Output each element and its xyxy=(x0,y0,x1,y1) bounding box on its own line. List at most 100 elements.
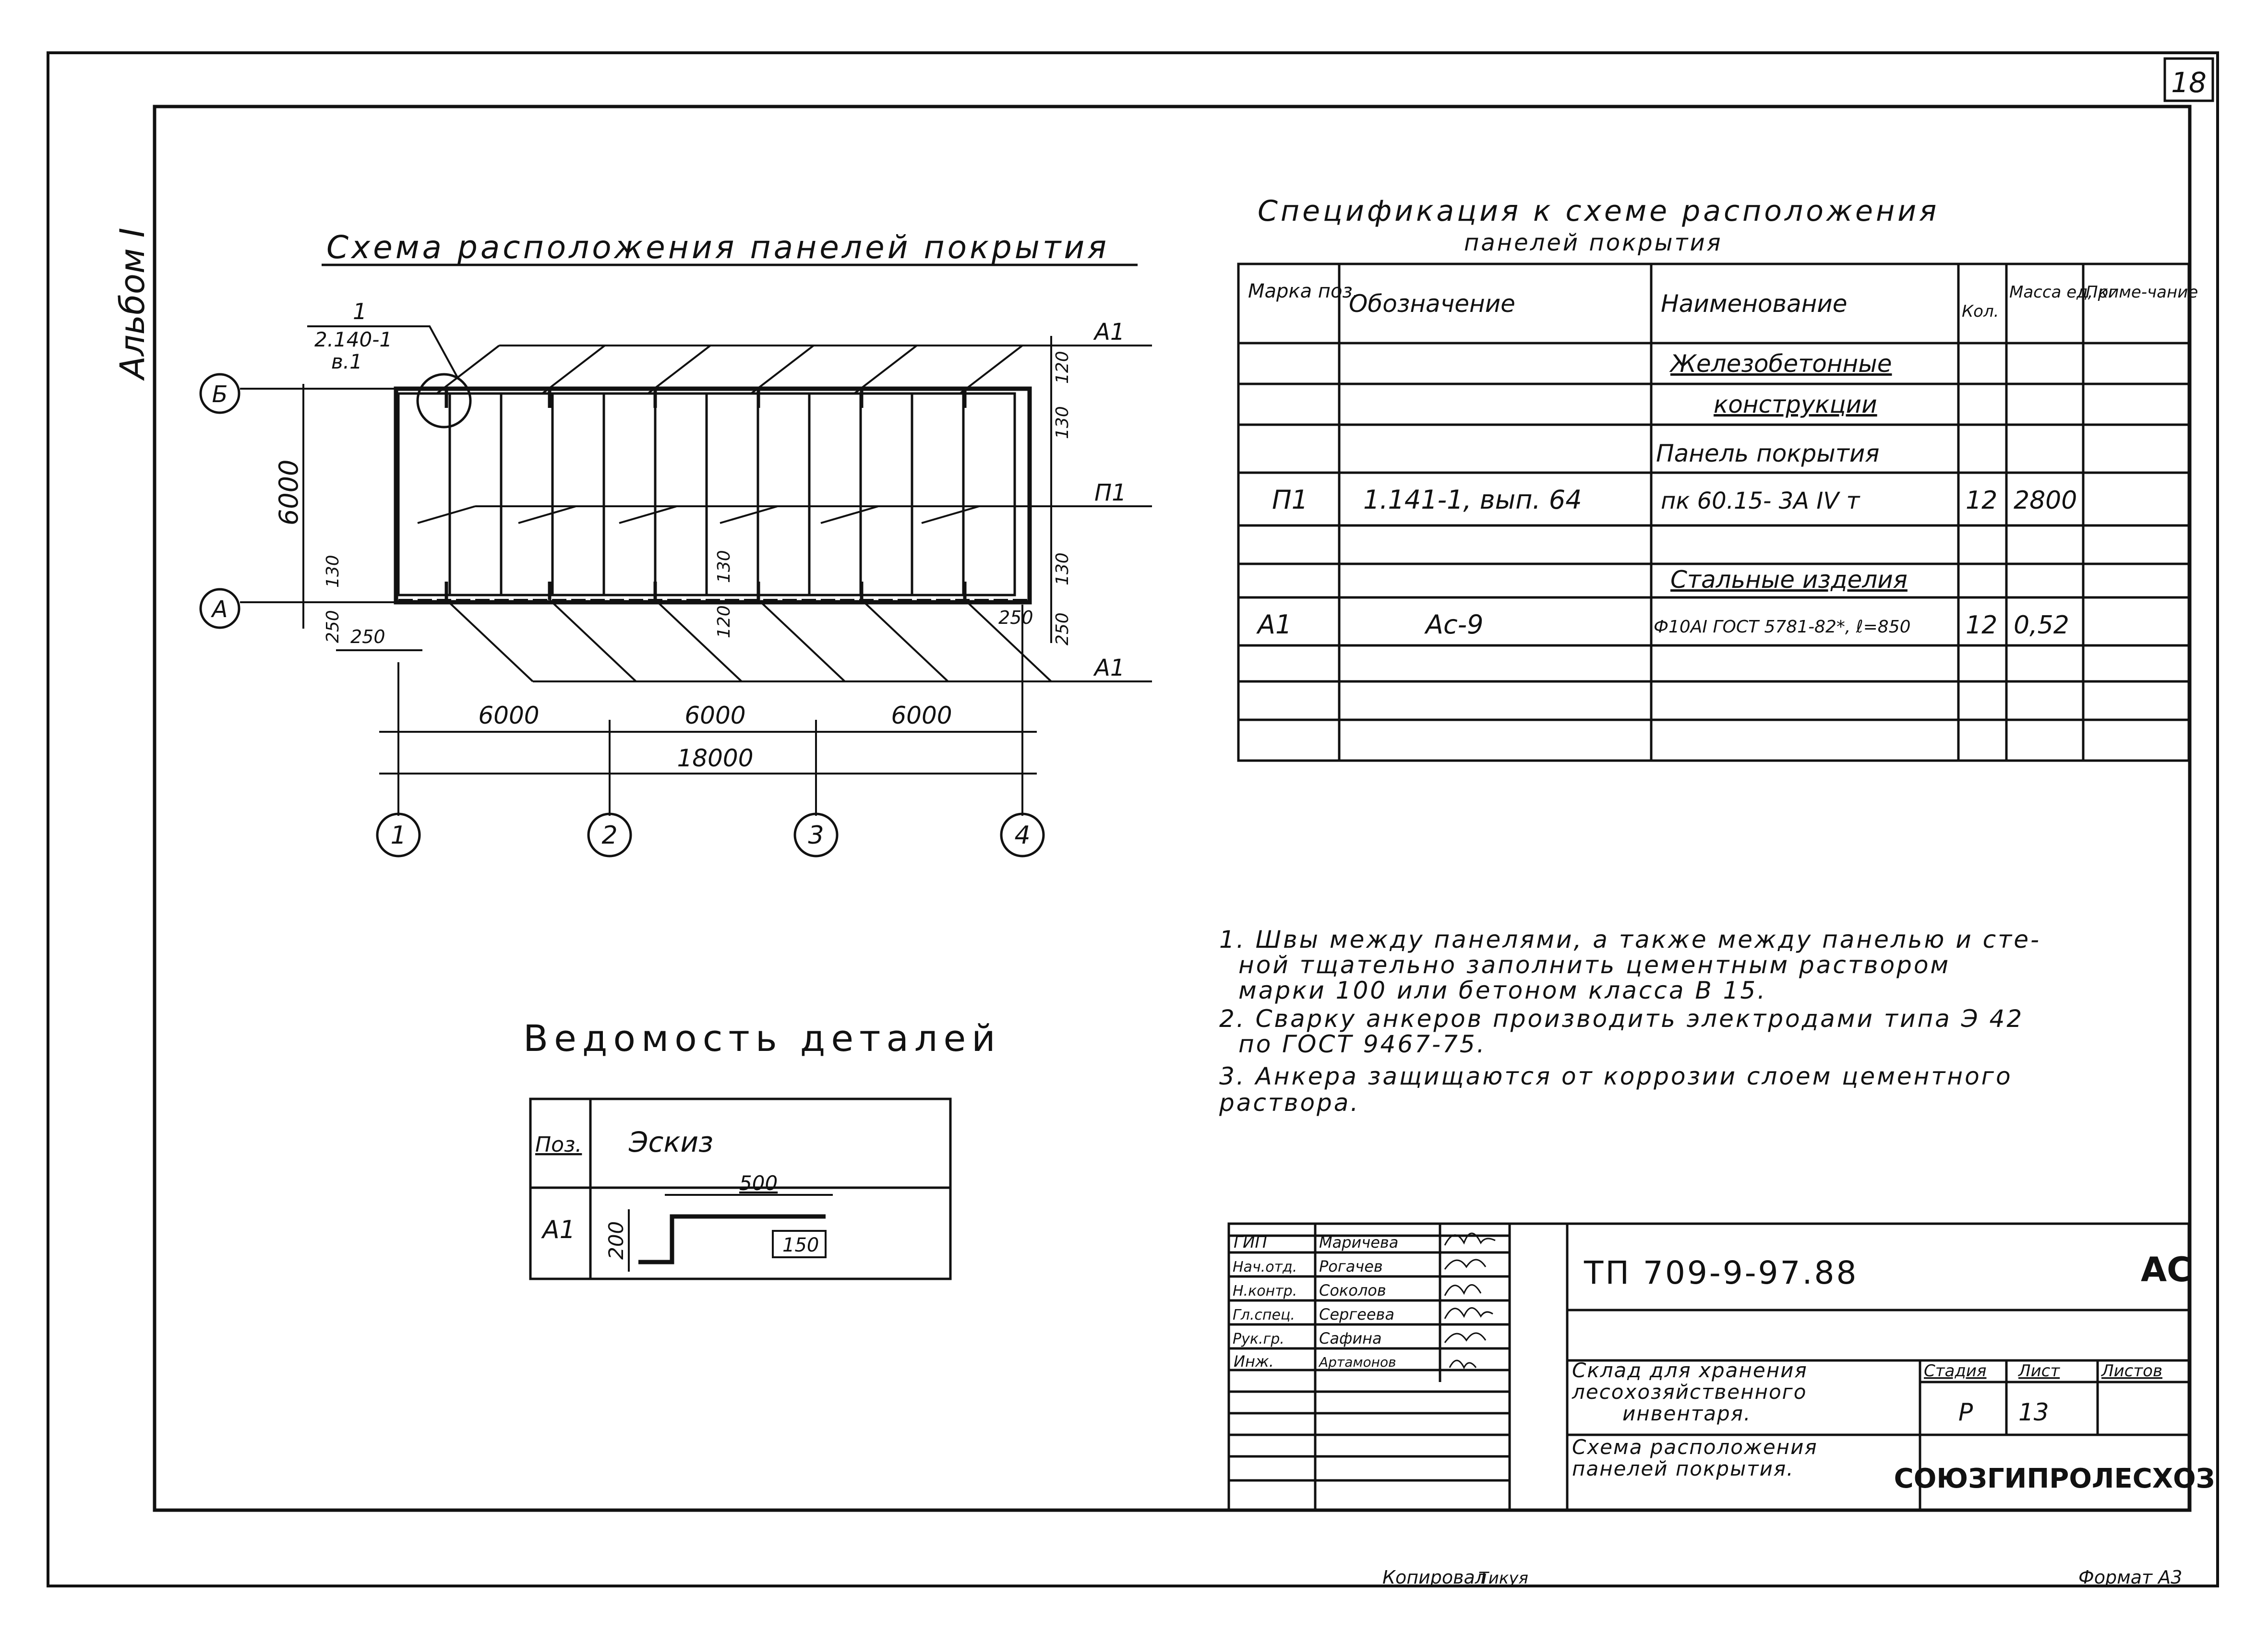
row-axis-a: А xyxy=(211,596,228,623)
spec-header-note: Приме-чание xyxy=(2086,283,2198,302)
stamp-role: Нач.отд. xyxy=(1233,1259,1297,1275)
stamp-name: Маричева xyxy=(1319,1233,1398,1252)
stage-label: Стадия xyxy=(1924,1361,1986,1381)
stamp-name: Соколов xyxy=(1319,1281,1386,1299)
album-label: Альбом I xyxy=(113,227,152,381)
drawing-name-2: панелей покрытия. xyxy=(1572,1457,1794,1480)
roof-panels xyxy=(397,392,1016,596)
leader-a1-top: А1 xyxy=(1093,319,1125,346)
spec-header-designation: Обозначение xyxy=(1349,290,1515,318)
dim-total: 18000 xyxy=(677,744,753,772)
spec-row: П1 1.141-1, вып. 64 пк 60.15- 3А IV т 12… xyxy=(1272,485,2077,515)
organization-name: СОЮЗГИПРОЛЕСХОЗ xyxy=(1894,1463,2215,1494)
sheet-label: Лист xyxy=(2017,1361,2060,1381)
row-axis-b: Б xyxy=(212,381,228,408)
spec-header-mark: Марка поз. xyxy=(1248,280,1358,302)
spec-cell-name: пк 60.15- 3А IV т xyxy=(1661,488,1861,514)
spec-title-2: панелей покрытия xyxy=(1464,229,1723,256)
drawing-name-1: Схема расположения xyxy=(1572,1435,1818,1459)
dim-offset-b: 130 xyxy=(1053,406,1072,439)
note-2-line-1: 2. Сварку анкеров производить электродам… xyxy=(1219,1005,2024,1033)
dim-span-3: 6000 xyxy=(891,702,952,729)
details-dim-length: 500 xyxy=(739,1171,778,1195)
dim-offset-d: 120 xyxy=(714,605,734,638)
spec-cell-name: Панель покрытия xyxy=(1656,440,1879,467)
sheet-frame xyxy=(47,51,2219,1587)
note-1-line-3: марки 100 или бетоном класса В 15. xyxy=(1238,977,1767,1004)
spec-row: Панель покрытия xyxy=(1656,440,1879,467)
spec-cell-mass: 2800 xyxy=(2014,486,2077,515)
stamp-name: Сафина xyxy=(1319,1329,1382,1347)
leader-a1-bottom: А1 xyxy=(1093,655,1125,681)
stamp-role: Гл.спец. xyxy=(1233,1307,1295,1323)
object-line-2: лесохозяйственного xyxy=(1572,1380,1807,1404)
note-1-line-1: 1. Швы между панелями, а также между пан… xyxy=(1219,926,2041,954)
dim-offset-e: 130 xyxy=(714,550,734,583)
dim-height: 6000 xyxy=(274,460,304,525)
drawing-mark: АС xyxy=(2141,1250,2192,1289)
spec-cell-name: Ф10АI ГОСТ 5781-82*, ℓ=850 xyxy=(1654,617,1911,637)
spec-cell-name: конструкции xyxy=(1714,391,1877,418)
leader-p1: П1 xyxy=(1094,479,1127,506)
spec-row: А1 Ас-9 Ф10АI ГОСТ 5781-82*, ℓ=850 12 0,… xyxy=(1256,609,2069,640)
spec-row: конструкции xyxy=(1714,391,1877,418)
dim-offset-h: 130 xyxy=(323,555,343,588)
details-title: Ведомость деталей xyxy=(523,1017,1001,1060)
stamp-role: Н.контр. xyxy=(1233,1283,1297,1299)
spec-cell-name: Железобетонные xyxy=(1669,350,1892,378)
spec-cell-designation: Ас-9 xyxy=(1424,609,1483,640)
spec-row: Железобетонные xyxy=(1669,350,1892,378)
copied-by-label: Копировал xyxy=(1382,1567,1487,1588)
col-axis-1: 1 xyxy=(390,821,406,850)
note-3-line-2: раствора. xyxy=(1219,1089,1360,1117)
spec-cell-mark: П1 xyxy=(1272,485,1308,515)
details-dim-height: 200 xyxy=(604,1221,628,1260)
details-col-pos: Поз. xyxy=(535,1132,582,1157)
node-ref-1: 1 xyxy=(353,298,367,324)
stamp-name: Артамонов xyxy=(1318,1354,1396,1370)
general-notes: 1. Швы между панелями, а также между пан… xyxy=(1219,926,2041,1117)
note-2-line-2: по ГОСТ 9467-75. xyxy=(1238,1030,1487,1058)
stamp-role: Инж. xyxy=(1234,1352,1274,1371)
stamp-role: ГИП xyxy=(1234,1233,1267,1252)
spec-cell-name: Стальные изделия xyxy=(1670,566,1908,594)
building-outline xyxy=(394,386,1032,605)
dim-offset-c: 130 xyxy=(1053,552,1072,585)
col-axis-3: 3 xyxy=(808,821,824,850)
dim-offset-f: 250 xyxy=(1053,612,1072,645)
col-axis-2: 2 xyxy=(601,821,617,850)
spec-header-mass: Масса ед, кг xyxy=(2009,283,2117,302)
object-line-1: Склад для хранения xyxy=(1572,1359,1808,1382)
panel-layout-plan: Схема расположения панелей покрытия xyxy=(199,229,1152,858)
spec-cell-qty: 12 xyxy=(1966,486,1997,515)
stamp-name: Сергеева xyxy=(1319,1305,1394,1323)
dim-span-1: 6000 xyxy=(478,702,539,729)
stamp-signatures xyxy=(1444,1232,1496,1370)
col-axis-4: 4 xyxy=(1014,821,1030,850)
spec-cell-mass: 0,52 xyxy=(2014,611,2069,640)
spec-cell-designation: 1.141-1, вып. 64 xyxy=(1363,485,1582,515)
dim-span-2: 6000 xyxy=(684,702,745,729)
details-col-sketch: Эскиз xyxy=(628,1126,713,1158)
node-ref-2: 2.140-1 xyxy=(314,328,392,351)
specification-table: Спецификация к схеме расположения панеле… xyxy=(1237,194,2198,762)
stamp-role: Рук.гр. xyxy=(1233,1331,1284,1347)
stamp-name: Рогачев xyxy=(1319,1257,1383,1275)
dim-offset-g: 250 xyxy=(323,610,343,643)
details-row-pos: А1 xyxy=(541,1216,576,1244)
details-list: Ведомость деталей Поз. Эскиз А1 500 200 … xyxy=(523,1017,1001,1280)
spec-header-name: Наименование xyxy=(1661,290,1848,318)
sheet-number: 18 xyxy=(2171,66,2207,99)
dim-offset-a: 120 xyxy=(1053,351,1072,384)
copier-name: Тикуя xyxy=(1478,1569,1528,1588)
note-1-line-2: ной тщательно заполнить цементным раство… xyxy=(1238,951,1950,979)
sheet-value: 13 xyxy=(2018,1398,2049,1426)
title-block: ГИП Нач.отд. Н.контр. Гл.спец. Рук.гр. И… xyxy=(1227,1222,2215,1512)
node-ref-3: в.1 xyxy=(331,350,362,373)
details-dim-hook: 150 xyxy=(782,1234,819,1256)
spec-row: Стальные изделия xyxy=(1670,566,1908,594)
dim-edge-left: 250 xyxy=(350,626,385,647)
object-line-3: инвентаря. xyxy=(1622,1402,1751,1425)
spec-cell-qty: 12 xyxy=(1966,611,1997,640)
